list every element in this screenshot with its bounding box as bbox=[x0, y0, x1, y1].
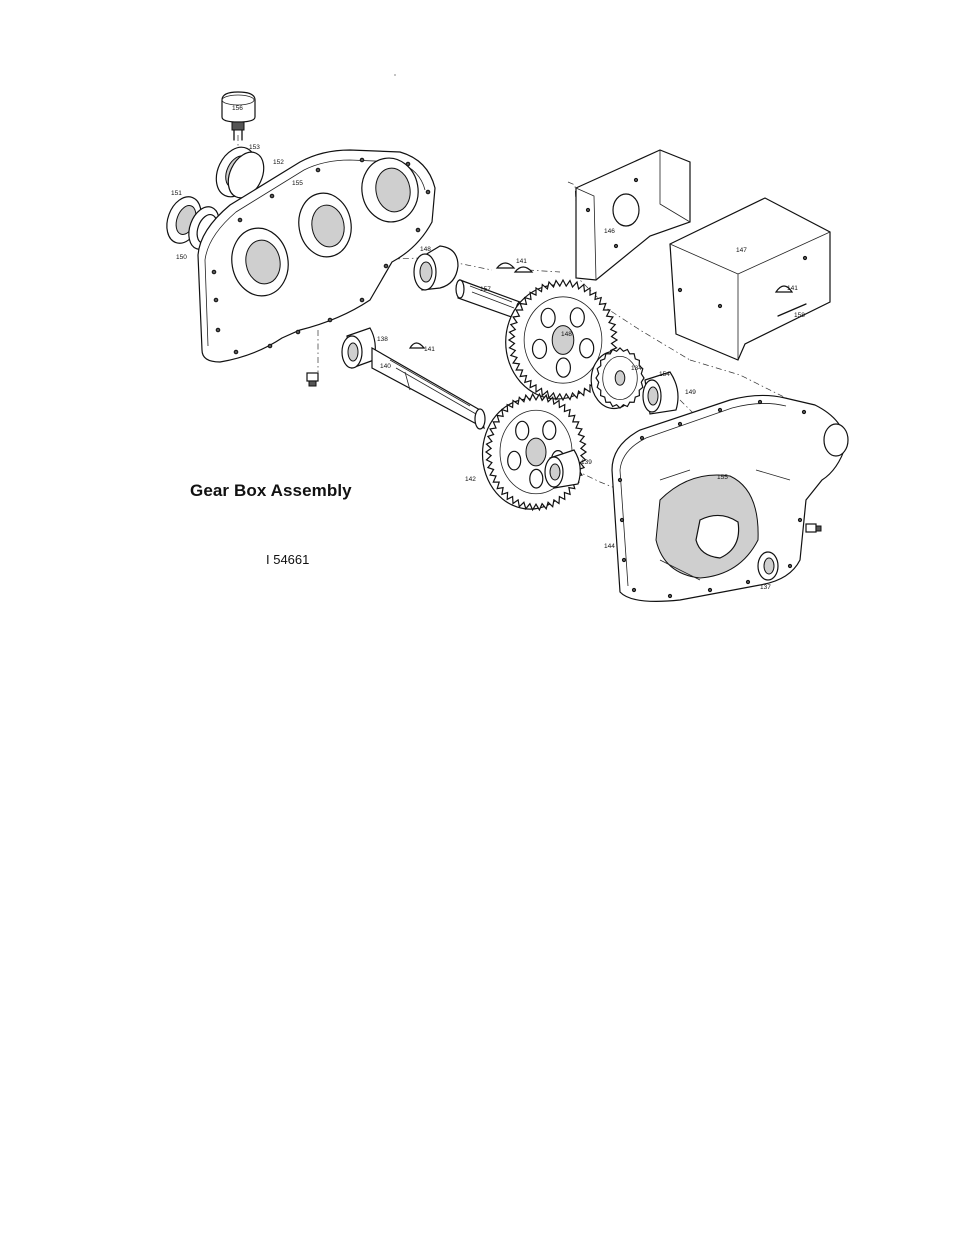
callout-154: 154 bbox=[659, 371, 670, 378]
callout-151: 151 bbox=[171, 190, 182, 197]
callout-138-left: 138 bbox=[377, 336, 388, 343]
callout-150: 150 bbox=[176, 254, 187, 261]
oil-seal-137: 137 bbox=[757, 551, 779, 591]
callout-147: 147 bbox=[736, 247, 747, 254]
diagram-title: Gear Box Assembly bbox=[190, 481, 352, 500]
plug-right bbox=[805, 523, 822, 533]
callout-149: 149 bbox=[685, 389, 696, 396]
woodruff-keys-141-top: 141 bbox=[495, 258, 534, 273]
mounting-bracket-146: 146 bbox=[575, 149, 691, 281]
key-141-mid: 141 bbox=[408, 342, 435, 353]
callout-158: 158 bbox=[794, 312, 805, 319]
callout-141-mid: 141 bbox=[424, 346, 435, 353]
shield-cover-147: 147 141 158 bbox=[669, 197, 831, 361]
callout-141-right: 141 bbox=[787, 285, 798, 292]
callout-155-left: 155 bbox=[292, 180, 303, 187]
callout-134: 134 bbox=[631, 365, 642, 372]
bearing-139: 139 bbox=[544, 449, 592, 489]
bearing-148: 148 bbox=[413, 245, 459, 291]
shaft-140: 140 bbox=[371, 346, 486, 430]
callout-144: 144 bbox=[604, 543, 615, 550]
callout-148-gear: 148 bbox=[561, 331, 572, 338]
callout-139: 139 bbox=[581, 459, 592, 466]
exploded-parts-diagram: 156 153 152 151 150 155 bbox=[166, 74, 849, 602]
gearbox-housing-left-155: 155 bbox=[197, 149, 436, 363]
callout-137: 137 bbox=[760, 584, 771, 591]
gear-148-upper bbox=[505, 278, 619, 402]
callout-155-right: 155 bbox=[717, 474, 728, 481]
callout-152: 152 bbox=[273, 159, 284, 166]
gearbox-housing-right-155: 155 144 bbox=[604, 394, 849, 602]
breather-cap-156: 156 bbox=[221, 91, 256, 141]
callout-142: 142 bbox=[465, 476, 476, 483]
callout-148-bearing: 148 bbox=[420, 246, 431, 253]
callout-146: 146 bbox=[604, 228, 615, 235]
callout-141-top: 141 bbox=[516, 258, 527, 265]
callout-140: 140 bbox=[380, 363, 391, 370]
callout-157: 157 bbox=[480, 286, 491, 293]
pinion-134 bbox=[590, 347, 645, 410]
figure-number: I 54661 bbox=[266, 552, 310, 567]
bearing-154: 154 bbox=[642, 371, 679, 415]
speck-mark bbox=[394, 74, 396, 76]
drain-plug-left bbox=[306, 372, 319, 387]
callout-153: 153 bbox=[249, 144, 260, 151]
callout-156: 156 bbox=[232, 105, 243, 112]
